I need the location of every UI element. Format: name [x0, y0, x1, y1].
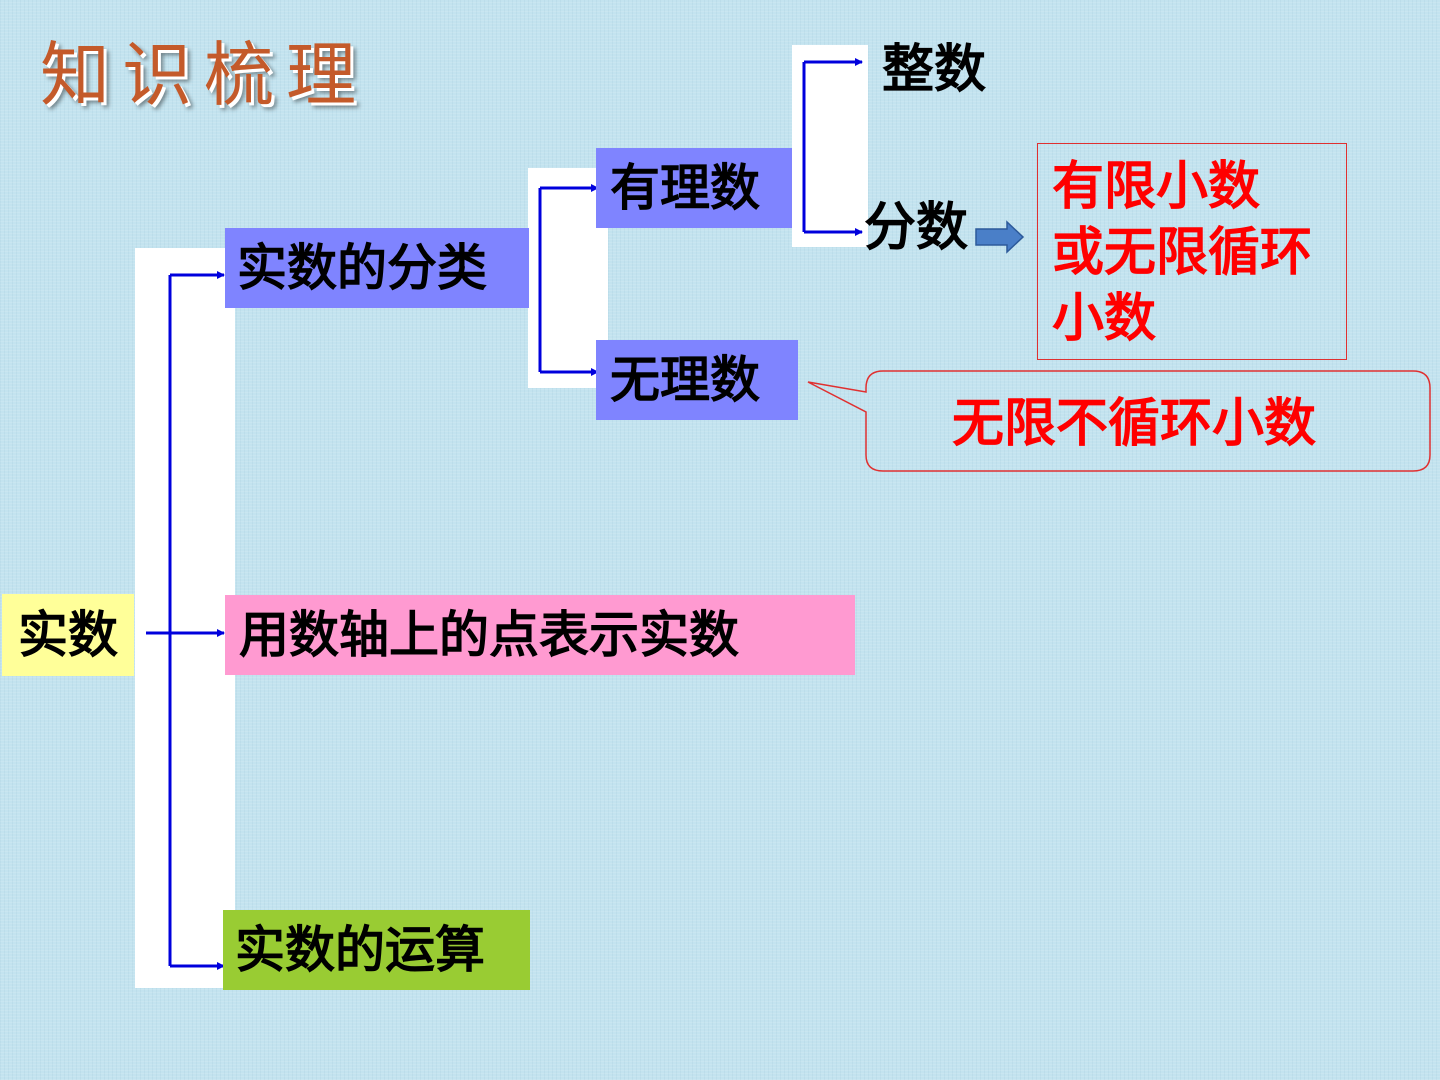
fraction-note-line-3: 小数	[1052, 289, 1157, 349]
connector-backdrop-main	[135, 248, 235, 988]
branch-operations: 实数的运算	[223, 910, 530, 990]
node-fraction: 分数	[864, 198, 969, 258]
branch-number-line: 用数轴上的点表示实数	[225, 595, 855, 675]
fraction-block-arrow	[975, 220, 1025, 254]
node-rational: 有理数	[596, 148, 792, 228]
irrational-note-text: 无限不循环小数	[952, 394, 1317, 454]
fraction-note-box: 有限小数 或无限循环 小数	[1037, 143, 1347, 360]
page-title: 知识梳理	[40, 34, 368, 116]
irrational-callout-shape	[807, 370, 1431, 472]
node-irrational: 无理数	[596, 340, 798, 420]
fraction-note-line-1: 有限小数	[1052, 157, 1261, 217]
root-node-real-numbers: 实数	[2, 594, 134, 676]
node-integer: 整数	[882, 40, 987, 100]
fraction-note-line-2: 或无限循环	[1052, 223, 1313, 283]
branch-classification: 实数的分类	[225, 228, 529, 308]
